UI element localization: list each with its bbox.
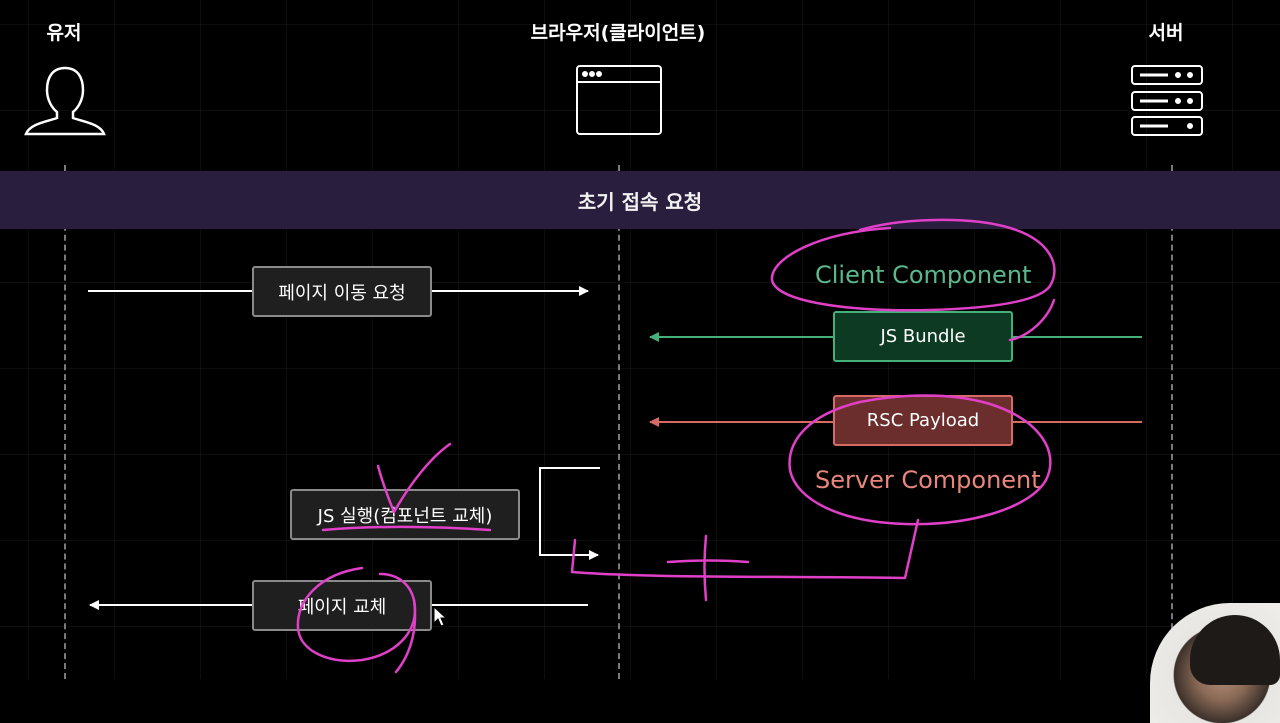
step-page-replace: 페이지 교체 [252,580,432,631]
annotation-cross-vertical [703,534,708,602]
step-js-execute: JS 실행(컴포넌트 교체) [290,489,520,540]
annotation-check-mark [376,442,452,514]
caption-client-component: Client Component [815,261,1032,289]
step-rsc-payload: RSC Payload [833,395,1013,446]
person-silhouette-icon [24,66,106,136]
lifeline-server [1171,165,1173,679]
actor-label-browser: 브라우저(클라이언트) [530,22,706,44]
mouse-pointer-icon [433,605,448,627]
lifeline-browser [618,165,620,679]
browser-window-icon [576,65,662,135]
annotation-underline-js-execute [321,525,492,532]
annotation-circle-client-tail [1008,298,1056,342]
background-grid [0,0,1280,679]
phase-band: 초기 접속 요청 [0,171,1280,229]
annotation-circle-server [788,394,1052,526]
step-rsc-payload-label: RSC Payload [866,410,980,431]
actor-icons [24,65,1203,136]
actor-label-user: 유저 [46,22,82,44]
lifeline-user [64,165,66,679]
annotation-cross-horizontal [666,559,750,564]
annotation-return-path [570,518,920,580]
step-js-bundle: JS Bundle [833,311,1013,362]
step-page-replace-label: 페이지 교체 [297,596,387,618]
server-rack-icon [1131,65,1203,136]
handwritten-annotations [296,218,1056,674]
step-page-move-request-label: 페이지 이동 요청 [278,282,406,304]
caption-server-component: Server Component [815,466,1041,494]
annotation-circle-page-replace [296,566,417,662]
step-js-execute-label: JS 실행(컴포넌트 교체) [317,505,493,527]
actor-label-server: 서버 [1148,22,1184,44]
step-page-move-request: 페이지 이동 요청 [252,266,432,317]
arrow-js-execute-loop [539,467,600,560]
annotation-circle-client [770,218,1056,312]
presenter-hair [1190,615,1280,685]
step-js-bundle-label: JS Bundle [880,326,966,347]
phase-title: 초기 접속 요청 [577,189,703,214]
annotation-circle-page-replace-tail [394,598,417,674]
